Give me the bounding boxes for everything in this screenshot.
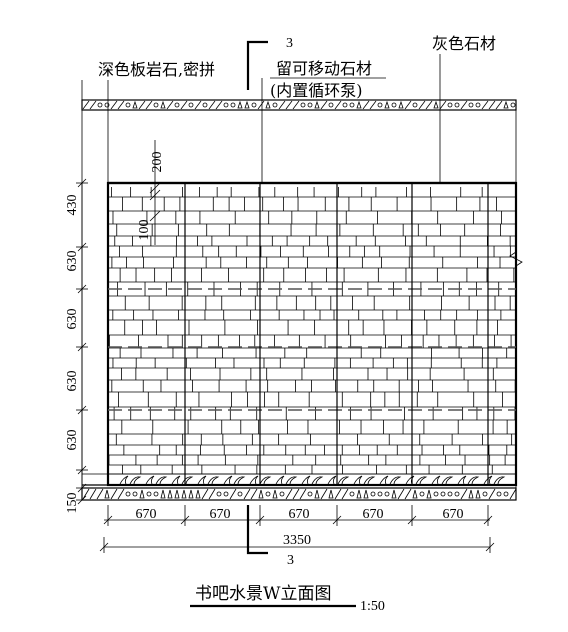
pool-plants [82, 473, 516, 486]
movable-stone-label-2: (内置循环泵) [270, 81, 363, 100]
dim-h-670-1: 670 [136, 507, 157, 522]
ceiling-slab [81, 99, 517, 111]
horizontal-dimensions: 670 670 670 670 670 3350 [99, 505, 495, 553]
dim-v-630-1: 630 [65, 251, 80, 272]
dim-v-430: 430 [65, 195, 80, 216]
dim-h-670-3: 670 [289, 507, 310, 522]
section-mark-bottom-number: 3 [287, 553, 294, 568]
drawing-scale: 1:50 [360, 599, 385, 614]
dim-h-670-2: 670 [210, 507, 231, 522]
dim-v-630-4: 630 [65, 430, 80, 451]
dim-h-total: 3350 [283, 533, 311, 548]
inner-dimensions: 200 100 [137, 140, 165, 245]
section-mark-top [246, 40, 268, 90]
dim-200: 200 [150, 152, 165, 173]
vertical-dimensions: 430 630 630 630 630 150 [65, 178, 88, 514]
dim-100: 100 [137, 220, 152, 241]
stone-wall [106, 181, 518, 487]
dim-v-630-3: 630 [65, 371, 80, 392]
grey-stone-label: 灰色石材 [432, 34, 496, 53]
drawing-title: 书吧水景W立面图 [195, 584, 331, 604]
section-mark-top-number: 3 [286, 36, 293, 51]
dim-h-670-5: 670 [443, 507, 464, 522]
dark-slate-label: 深色板岩石,密拼 [98, 60, 215, 79]
dim-v-150: 150 [65, 493, 80, 514]
movable-stone-label-1: 留可移动石材 [276, 59, 372, 78]
dim-v-630-2: 630 [65, 309, 80, 330]
floor-slab [81, 487, 517, 501]
dim-h-670-4: 670 [363, 507, 384, 522]
section-mark-bottom [246, 505, 268, 555]
